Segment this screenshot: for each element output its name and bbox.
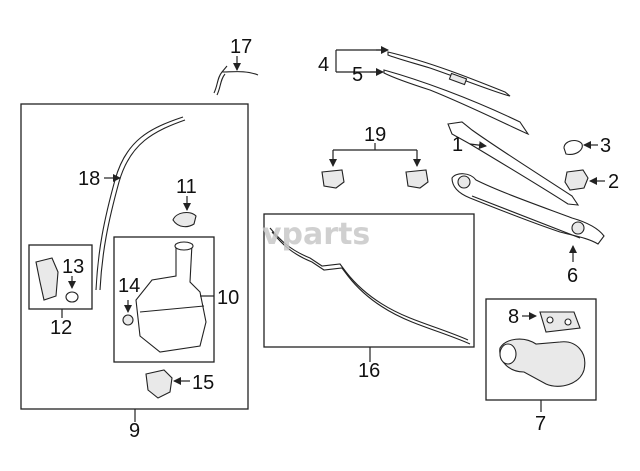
linkage-6-shape — [451, 173, 605, 245]
clip-14-shape — [122, 314, 134, 326]
reservoir-10-shape — [135, 243, 207, 353]
pump-15-shape — [145, 369, 173, 399]
linkage-6-pivot-left — [457, 175, 471, 189]
hose-17-edge — [216, 73, 226, 96]
hose-17-shape — [213, 65, 259, 94]
hose-18-shape — [95, 116, 184, 291]
hose-frame — [263, 213, 475, 348]
cap-11-shape — [172, 211, 197, 228]
callout-10: 10 — [217, 287, 239, 309]
callout-8: 8 — [508, 306, 519, 328]
callout-4: 4 — [318, 54, 329, 76]
callout-1: 1 — [452, 134, 463, 156]
callout-3: 3 — [600, 135, 611, 157]
wiper-blade-4-shape — [387, 51, 511, 97]
gasket-8-hole-left — [546, 316, 554, 324]
pump-12-shape — [35, 257, 59, 301]
wiper-blade-5-clip — [448, 72, 468, 86]
callout-7: 7 — [535, 413, 546, 435]
leader-1 — [469, 141, 487, 150]
callout-17: 17 — [230, 36, 252, 58]
linkage-6-rod — [471, 195, 581, 239]
gasket-8-hole-right — [564, 318, 572, 326]
reservoir-10-neck — [174, 241, 194, 251]
callout-15: 15 — [192, 372, 214, 394]
hose-18-edge — [99, 119, 186, 291]
callout-5: 5 — [352, 64, 363, 86]
callout-18: 18 — [78, 168, 100, 190]
callout-2: 2 — [608, 171, 619, 193]
pump-frame — [28, 244, 93, 310]
linkage-6-pivot-right — [571, 221, 585, 235]
wiper-blade-5-shape — [383, 69, 530, 136]
nut-2-shape — [564, 169, 589, 191]
hose-16-edge — [271, 231, 471, 345]
motor-7-endcap — [499, 343, 517, 365]
gasket-8-shape — [539, 311, 581, 333]
callout-9: 9 — [129, 420, 140, 442]
callout-12: 12 — [50, 317, 72, 339]
callout-13: 13 — [62, 256, 84, 278]
nozzle-19-left — [321, 169, 345, 189]
callout-16: 16 — [358, 360, 380, 382]
motor-7-shape — [499, 338, 586, 387]
callout-19: 19 — [364, 124, 386, 146]
callout-11: 11 — [176, 176, 197, 198]
hose-16-shape — [269, 227, 469, 341]
leader-19-bracket — [333, 143, 417, 151]
cap-3-shape — [563, 139, 583, 155]
nozzle-19-right — [405, 169, 429, 189]
reservoir-frame — [113, 236, 215, 363]
reservoir-10-seam — [139, 305, 205, 313]
watermark-logo: vparts — [262, 217, 370, 252]
grommet-13-shape — [65, 291, 79, 303]
callout-14: 14 — [118, 275, 140, 297]
callout-6: 6 — [567, 265, 578, 287]
